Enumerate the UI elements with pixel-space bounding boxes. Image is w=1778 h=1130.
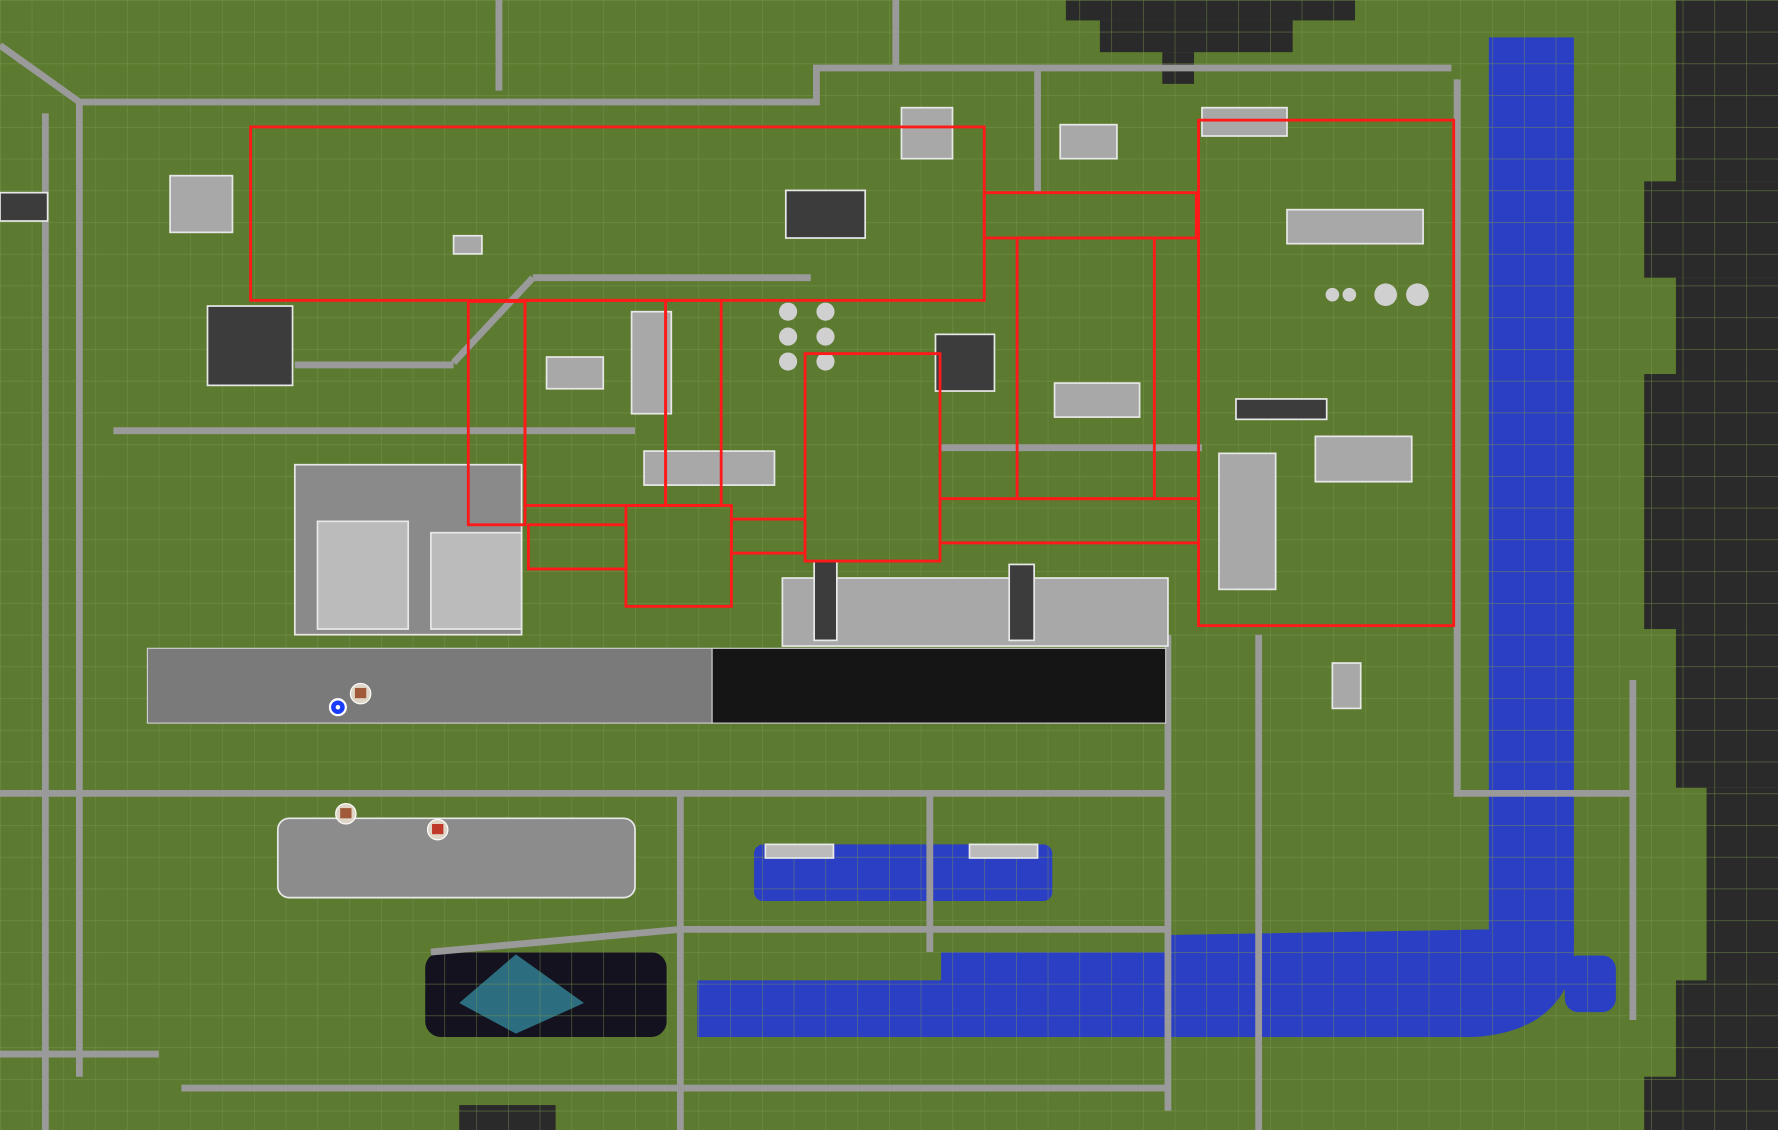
villager-icon[interactable] bbox=[335, 803, 357, 825]
selection-region bbox=[803, 352, 942, 563]
villager-icon[interactable] bbox=[349, 682, 372, 705]
buildings bbox=[0, 106, 1424, 899]
selection-region bbox=[1197, 118, 1456, 628]
main-hall-unloaded bbox=[711, 647, 1167, 724]
roads bbox=[0, 0, 1637, 1130]
villager-icon[interactable] bbox=[426, 818, 449, 841]
selection-region bbox=[938, 497, 1200, 545]
selection-region bbox=[523, 298, 668, 507]
selection-region bbox=[729, 517, 807, 555]
storage-tanks bbox=[779, 283, 1429, 371]
player-marker-icon[interactable] bbox=[328, 698, 347, 717]
main-hall-roof bbox=[146, 647, 713, 724]
selection-region bbox=[624, 504, 733, 608]
selection-regions[interactable] bbox=[249, 118, 1456, 628]
